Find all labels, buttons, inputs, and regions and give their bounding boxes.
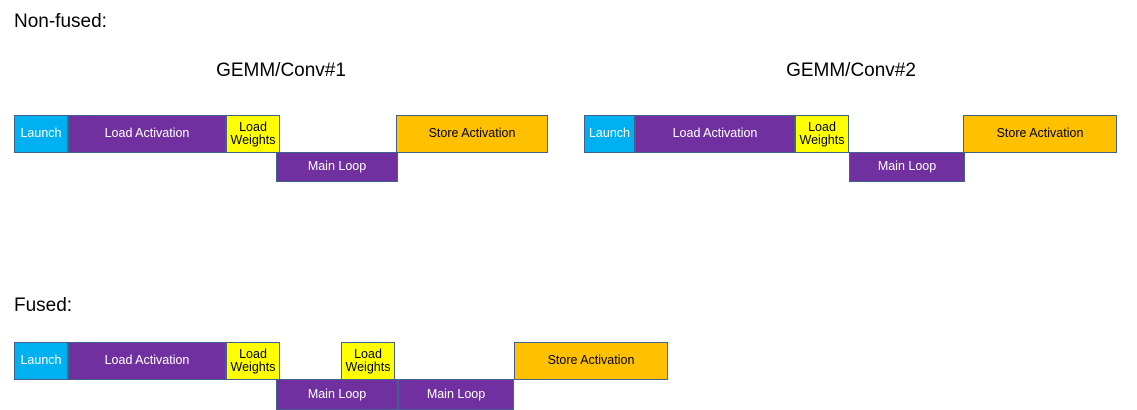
bar-label-nf-loadw-1: Load Weights [230, 119, 276, 147]
group-title-gemm-conv-1: GEMM/Conv#1 [216, 60, 346, 81]
bar-f-mainloop-2: Main Loop [398, 379, 514, 410]
section-label-fused: Fused: [14, 295, 73, 316]
bar-nf-loadw-1: Load Weights [226, 115, 280, 153]
bar-label-f-store: Store Activation [547, 353, 635, 368]
bar-f-mainloop-1: Main Loop [276, 379, 398, 410]
bar-label-nf-store-1: Store Activation [428, 126, 516, 141]
bar-f-loadact: Load Activation [68, 342, 226, 380]
bar-label-f-loadw-2: Load Weights [345, 346, 391, 374]
bar-label-nf-loadw-2: Load Weights [799, 119, 845, 147]
bar-label-nf-mainloop-1: Main Loop [307, 159, 367, 174]
bar-label-nf-loadact-2: Load Activation [672, 126, 758, 141]
bar-label-f-mainloop-2: Main Loop [426, 386, 486, 401]
bar-label-nf-store-2: Store Activation [996, 126, 1084, 141]
bar-f-loadw-2: Load Weights [341, 342, 395, 380]
section-label-non-fused: Non-fused: [14, 11, 107, 32]
bar-label-f-launch: Launch [20, 353, 62, 368]
bar-label-nf-launch-1: Launch [20, 126, 62, 141]
bar-f-launch: Launch [14, 342, 68, 380]
bar-label-nf-launch-2: Launch [588, 126, 630, 141]
bar-nf-loadact-2: Load Activation [635, 115, 795, 153]
bar-f-store: Store Activation [514, 342, 668, 380]
bar-nf-launch-2: Launch [584, 115, 635, 153]
bar-f-loadw-1: Load Weights [226, 342, 280, 380]
bar-label-f-mainloop-1: Main Loop [307, 386, 367, 401]
bar-nf-loadact-1: Load Activation [68, 115, 226, 153]
bar-label-f-loadw-1: Load Weights [230, 346, 276, 374]
bar-nf-mainloop-1: Main Loop [276, 152, 398, 182]
bar-label-nf-loadact-1: Load Activation [104, 126, 190, 141]
bar-nf-mainloop-2: Main Loop [849, 152, 965, 182]
bar-nf-launch-1: Launch [14, 115, 68, 153]
bar-label-f-loadact: Load Activation [104, 353, 190, 368]
bar-nf-store-2: Store Activation [963, 115, 1117, 153]
bar-nf-store-1: Store Activation [396, 115, 548, 153]
bar-label-nf-mainloop-2: Main Loop [877, 159, 937, 174]
group-title-gemm-conv-2: GEMM/Conv#2 [786, 60, 916, 81]
bar-nf-loadw-2: Load Weights [795, 115, 849, 153]
